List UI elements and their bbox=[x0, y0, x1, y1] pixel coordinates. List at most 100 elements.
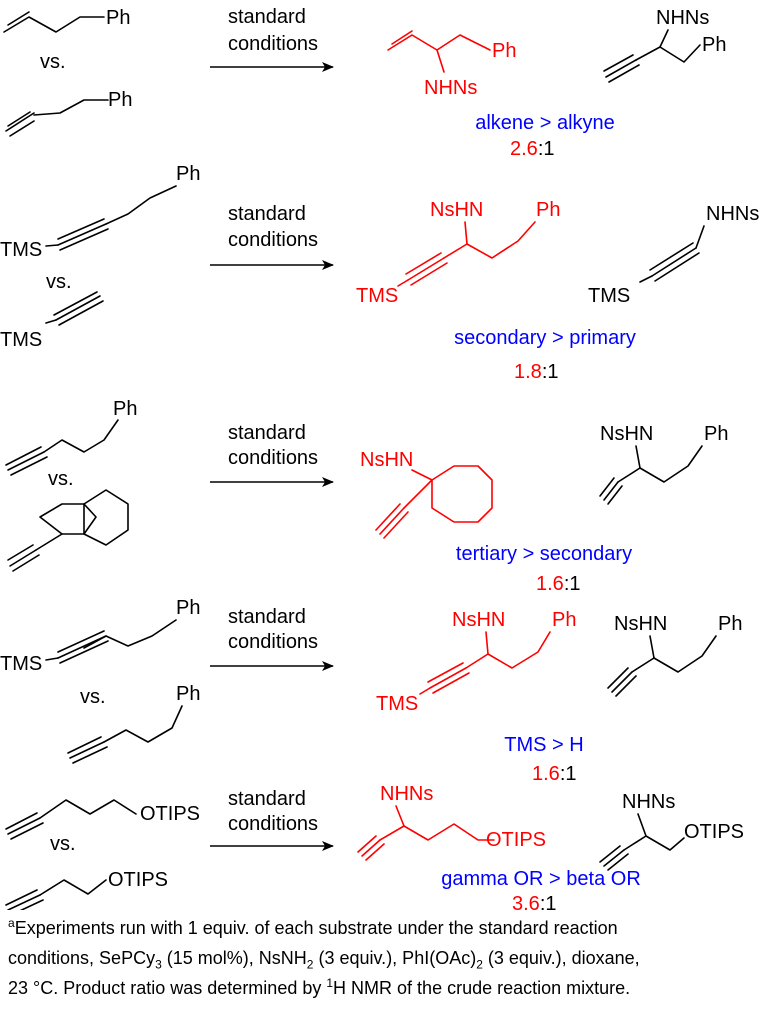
nhns-label: NHNs bbox=[380, 783, 433, 805]
otips-label: OTIPS bbox=[486, 829, 546, 851]
selectivity-label: secondary > primary bbox=[454, 327, 636, 349]
nshn-label: NsHN bbox=[430, 199, 483, 221]
ratio-major: 3.6 bbox=[512, 893, 540, 910]
ph-label: Ph bbox=[176, 163, 200, 185]
ratio-label: 1.6:1 bbox=[532, 763, 577, 785]
footnote-line-1: aExperiments run with 1 equiv. of each s… bbox=[8, 913, 760, 943]
selectivity-label: TMS > H bbox=[504, 734, 583, 756]
ph-label: Ph bbox=[552, 609, 576, 631]
tms-label: TMS bbox=[0, 239, 42, 261]
ratio-label: 3.6:1 bbox=[512, 893, 557, 910]
ph-label: Ph bbox=[704, 423, 728, 445]
vs-label: vs. bbox=[80, 686, 106, 708]
conditions-line2: conditions bbox=[228, 631, 318, 653]
nshn-label: NsHN bbox=[452, 609, 505, 631]
major-product: NsHN bbox=[360, 449, 493, 539]
nshn-label: NsHN bbox=[600, 423, 653, 445]
ratio-minor: :1 bbox=[564, 573, 581, 595]
footnote-text-2a: conditions, SePCy bbox=[8, 948, 156, 968]
ph-label: Ph bbox=[702, 34, 726, 56]
footnote-text-3b: H NMR of the crude reaction mixture. bbox=[333, 978, 631, 998]
footnote-text-2b: (15 mol%), NsNH bbox=[161, 948, 307, 968]
ratio-major: 1.6 bbox=[532, 763, 560, 785]
footnote-text-2d: (3 equiv.), dioxane, bbox=[482, 948, 640, 968]
footnote-text-2c: (3 equiv.), PhI(OAc) bbox=[313, 948, 477, 968]
conditions-line1: standard bbox=[228, 422, 306, 444]
ratio-minor: :1 bbox=[540, 893, 557, 910]
ph-label: Ph bbox=[108, 89, 132, 111]
reaction-3: Ph vs. standard conditions NsHN bbox=[5, 398, 728, 595]
footnote-sub-2: 2 bbox=[306, 957, 314, 972]
conditions-line1: standard bbox=[228, 203, 306, 225]
ph-label: Ph bbox=[536, 199, 560, 221]
conditions-line2: conditions bbox=[228, 33, 318, 55]
major-product: NsHN Ph TMS bbox=[376, 609, 576, 715]
major-product: Ph NHNs bbox=[387, 30, 516, 99]
major-product: NHNs OTIPS bbox=[357, 783, 546, 861]
ph-label: Ph bbox=[492, 40, 516, 62]
conditions-line1: standard bbox=[228, 6, 306, 28]
ph-label: Ph bbox=[106, 7, 130, 29]
tms-label: TMS bbox=[0, 329, 42, 351]
ratio-major: 1.8 bbox=[514, 361, 542, 383]
footnote-sup-1: 1 bbox=[326, 976, 334, 990]
ph-label: Ph bbox=[718, 613, 742, 635]
footnote-mark: a bbox=[8, 916, 15, 930]
nhns-label: NHNs bbox=[622, 791, 675, 813]
substrate-pentyne-ph: Ph bbox=[67, 683, 200, 764]
nshn-label: NsHN bbox=[360, 449, 413, 471]
minor-product: NHNs TMS bbox=[588, 203, 759, 307]
footnote-text-1: Experiments run with 1 equiv. of each su… bbox=[14, 918, 618, 938]
minor-product: NHNs Ph bbox=[603, 7, 726, 83]
ratio-minor: :1 bbox=[542, 361, 559, 383]
major-product: NsHN Ph TMS bbox=[356, 199, 560, 307]
ph-label: Ph bbox=[176, 597, 200, 619]
footnote-sub-1: 3 bbox=[155, 957, 162, 972]
substrate-tms-propyne: TMS bbox=[0, 291, 104, 351]
nhns-label: NHNs bbox=[706, 203, 759, 225]
ratio-minor: :1 bbox=[560, 763, 577, 785]
reaction-5: OTIPS vs. OTIPS standard conditions NHNs… bbox=[5, 783, 744, 910]
nshn-label: NsHN bbox=[614, 613, 667, 635]
substrate-butyne-otips: OTIPS bbox=[5, 869, 168, 910]
ph-label: Ph bbox=[176, 683, 200, 705]
substrate-alkene: Ph bbox=[3, 7, 130, 33]
reaction-4: Ph TMS vs. Ph standard conditions NsHN P… bbox=[0, 597, 742, 785]
footnote-text-3a: 23 °C. Product ratio was determined by bbox=[8, 978, 327, 998]
substrate-tms-alkyne-ph: Ph TMS bbox=[0, 597, 200, 675]
tms-label: TMS bbox=[376, 693, 418, 715]
footnote-line-3: 23 °C. Product ratio was determined by 1… bbox=[8, 973, 760, 1003]
otips-label: OTIPS bbox=[140, 803, 200, 825]
ratio-label: 1.6:1 bbox=[536, 573, 581, 595]
tms-label: TMS bbox=[588, 285, 630, 307]
selectivity-label: tertiary > secondary bbox=[456, 543, 632, 565]
reaction-2: Ph TMS vs. TMS standard conditions NsHN … bbox=[0, 163, 759, 383]
minor-product: NsHN Ph bbox=[607, 613, 742, 697]
selectivity-label: gamma OR > beta OR bbox=[441, 868, 641, 890]
conditions-line1: standard bbox=[228, 606, 306, 628]
substrate-tms-alkyne-ph: Ph TMS bbox=[0, 163, 200, 261]
otips-label: OTIPS bbox=[108, 869, 168, 891]
ratio-major: 1.6 bbox=[536, 573, 564, 595]
ph-label: Ph bbox=[113, 398, 137, 420]
reaction-scheme: Ph vs. Ph standard conditions Ph NHNs NH… bbox=[0, 6, 759, 910]
selectivity-label: alkene > alkyne bbox=[475, 112, 615, 134]
ratio-label: 2.6:1 bbox=[510, 138, 555, 160]
substrate-alkyne: Ph bbox=[5, 89, 132, 137]
nhns-label: NHNs bbox=[424, 77, 477, 99]
minor-product: NHNs OTIPS bbox=[599, 791, 744, 871]
reaction-1: Ph vs. Ph standard conditions Ph NHNs NH… bbox=[3, 6, 726, 160]
vs-label: vs. bbox=[50, 833, 76, 855]
footnote: aExperiments run with 1 equiv. of each s… bbox=[8, 913, 760, 1003]
conditions-line1: standard bbox=[228, 788, 306, 810]
nhns-label: NHNs bbox=[656, 7, 709, 29]
conditions-line2: conditions bbox=[228, 447, 318, 469]
conditions-line2: conditions bbox=[228, 229, 318, 251]
tms-label: TMS bbox=[0, 653, 42, 675]
ratio-label: 1.8:1 bbox=[514, 361, 559, 383]
footnote-sub-3: 2 bbox=[476, 957, 483, 972]
conditions-line2: conditions bbox=[228, 813, 318, 835]
vs-label: vs. bbox=[46, 271, 72, 293]
otips-label: OTIPS bbox=[684, 821, 744, 843]
substrate-ethynylcyclohexane bbox=[7, 489, 129, 572]
